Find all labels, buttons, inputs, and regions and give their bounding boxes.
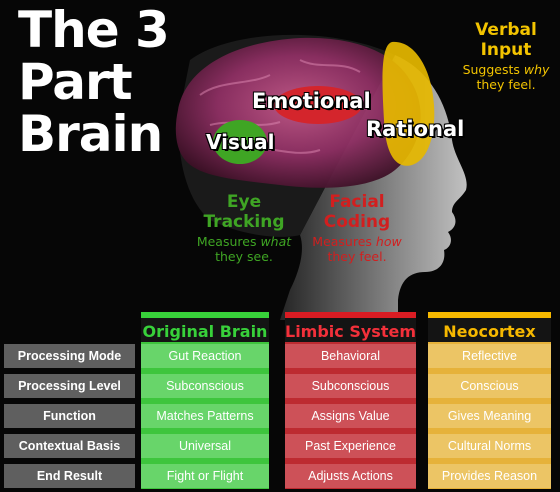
verbal-desc-post: they feel. [476,77,536,92]
eye-desc-pre: Measures [196,234,261,249]
face-title-2: Coding [323,212,391,232]
title-line-1: The 3 [18,1,170,59]
cell-end-result-limbic: Adjusts Actions [285,464,416,488]
verbal-title-2: Input [480,40,532,60]
page-title: The 3 Part Brain [18,1,170,163]
header-neocortex: Neocortex [428,312,551,342]
header-limbic-system: Limbic System [285,312,416,342]
verbal-desc-pre: Suggests [462,62,524,77]
face-desc-post: they feel. [327,249,387,264]
rational-label: Rational [366,117,465,141]
title-line-3: Brain [18,105,163,163]
cell-processing-mode-limbic: Behavioral [285,344,416,368]
cell-processing-level-original: Subconscious [141,374,269,398]
face-desc-emphasis: how [375,234,402,249]
neocortex-region [382,41,435,166]
cell-processing-mode-neocortex: Reflective [428,344,551,368]
cell-end-result-neocortex: Provides Reason [428,464,551,488]
eye-title-2: Tracking [203,212,285,232]
cell-function-neocortex: Gives Meaning [428,404,551,428]
row-label-processing-level: Processing Level [4,374,135,398]
cell-processing-level-limbic: Subconscious [285,374,416,398]
verbal-desc-emphasis: why [523,62,550,77]
row-label-end-result: End Result [4,464,135,488]
cell-contextual-basis-original: Universal [141,434,269,458]
row-label-contextual-basis: Contextual Basis [4,434,135,458]
header-original-brain: Original Brain [141,312,269,342]
cell-function-limbic: Assigns Value [285,404,416,428]
visual-region [213,120,267,164]
title-line-2: Part [18,53,133,111]
cell-contextual-basis-limbic: Past Experience [285,434,416,458]
emotional-label: Emotional [252,89,371,113]
cell-processing-level-neocortex: Conscious [428,374,551,398]
eye-desc-post: they see. [215,249,273,264]
eye-desc-emphasis: what [260,234,292,249]
visual-label: Visual [206,130,275,154]
eye-title-1: Eye [226,192,262,212]
head-brain-illustration [175,34,467,320]
row-label-processing-mode: Processing Mode [4,344,135,368]
cell-end-result-original: Fight or Flight [141,464,269,488]
verbal-title-1: Verbal [475,20,537,40]
cell-function-original: Matches Patterns [141,404,269,428]
face-title-1: Facial [329,192,385,212]
row-label-function: Function [4,404,135,428]
face-desc-pre: Measures [312,234,376,249]
cell-contextual-basis-neocortex: Cultural Norms [428,434,551,458]
cell-processing-mode-original: Gut Reaction [141,344,269,368]
limbic-region [274,86,362,124]
